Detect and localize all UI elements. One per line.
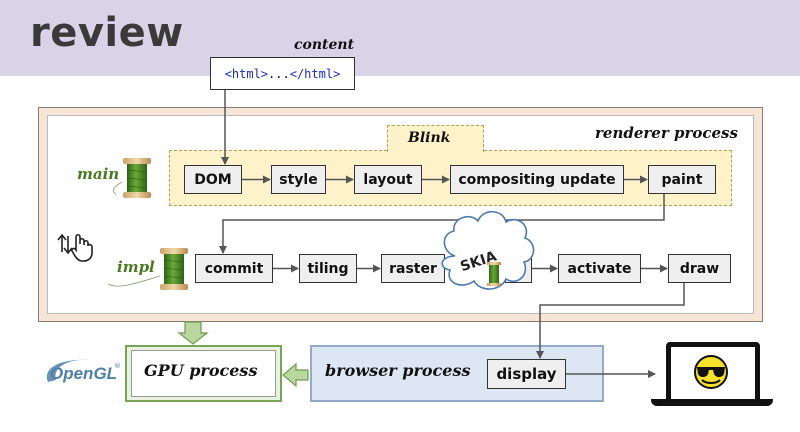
impl-thread-label: impl [117,258,155,276]
skia-cloud-icon [441,210,535,290]
content-label: content [294,37,355,53]
html-content-box: <html>...</html> [210,57,355,90]
laptop-base [651,399,773,406]
gpu-process-area [131,350,276,397]
laptop-icon [666,342,760,404]
arrow-renderer-to-gpu [177,321,209,345]
main-thread-label: main [77,165,120,183]
touch-gesture-icon [57,233,93,262]
browser-process-frame [310,345,604,402]
gpu-process-label: GPU process [144,361,258,380]
impl-spool-icon [107,248,188,290]
slide-title: review [30,10,184,56]
activate-box: activate [558,254,641,283]
style-box: style [271,165,326,194]
html-ellipsis: ... [268,66,290,81]
blink-label: Blink [408,130,451,146]
tiling-box: tiling [299,254,357,283]
main-spool-icon [113,158,151,198]
arrow-draw-to-display [536,283,685,359]
paint-box: paint [648,165,716,194]
title-bar [0,0,800,76]
cool-smiley-icon [694,355,728,389]
blink-tab [387,125,484,152]
commit-box: commit [195,254,273,283]
renderer-process-label: renderer process [595,124,738,142]
opengl-label: OpenGL [50,364,118,383]
opengl-swoosh [46,359,92,382]
arrow-browser-to-gpu [282,362,309,388]
skia-spool-icon [487,262,501,286]
opengl-logo: OpenGL ® [44,362,121,386]
arrow-paint-to-commit [219,194,665,254]
dom-box: DOM [184,165,242,194]
opengl-trademark: ® [114,362,121,370]
raster-box: raster [381,254,445,283]
layout-box: layout [354,165,422,194]
html-close-tag: </html> [289,66,341,81]
draw-box: draw [668,254,731,283]
display-box: display [487,359,566,389]
browser-process-label: browser process [325,361,471,380]
compositing-update-box: compositing update [450,165,624,194]
html-open-tag: <html> [224,66,269,81]
